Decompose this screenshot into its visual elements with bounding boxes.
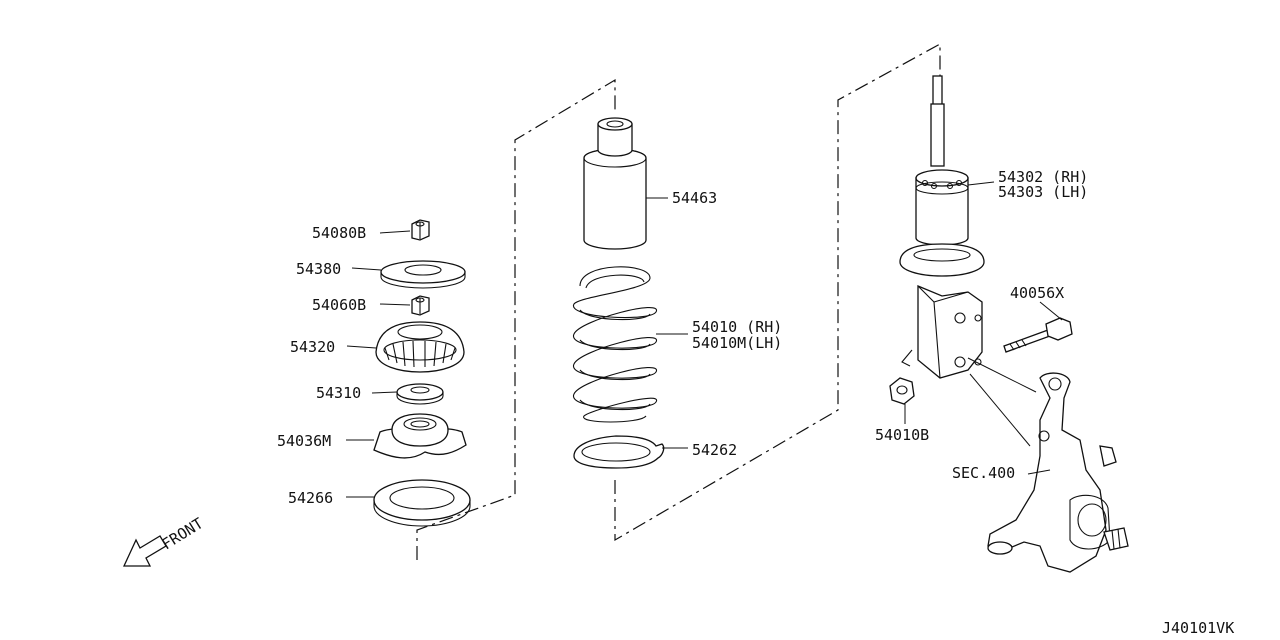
label-40056X: 40056X	[1010, 284, 1064, 302]
label-54060B: 54060B	[312, 296, 366, 314]
lower-spring-seat-54262	[573, 435, 665, 469]
bolt-40056X	[1003, 317, 1073, 353]
washer-54380	[380, 260, 466, 289]
label-54262: 54262	[692, 441, 737, 459]
label-54320: 54320	[290, 338, 335, 356]
label-54010M-lh: 54010M(LH)	[692, 334, 782, 352]
drawing-code: J40101VK	[1162, 619, 1234, 637]
bearing-54310	[396, 383, 444, 405]
label-54303-lh: 54303 (LH)	[998, 183, 1088, 201]
label-54010-rh: 54010 (RH)	[692, 318, 782, 336]
strut-assembly-54302	[899, 75, 985, 379]
rubber-seat-54266	[373, 479, 471, 527]
label-54380: 54380	[296, 260, 341, 278]
front-label: FRONT	[159, 514, 207, 553]
label-54010B: 54010B	[875, 426, 929, 444]
label-54463: 54463	[672, 189, 717, 207]
assembly-grouping-lines	[416, 42, 941, 560]
label-54266: 54266	[288, 489, 333, 507]
leader-lines	[346, 181, 1063, 498]
bound-bumper-54463	[583, 117, 647, 250]
steering-knuckle	[967, 357, 1129, 573]
front-direction-arrow	[122, 535, 167, 567]
label-54080B: 54080B	[312, 224, 366, 242]
spring-seat-54036M	[373, 413, 467, 459]
part-labels: 54080B 54380 54060B 54320 54310 54036M 5…	[277, 168, 1088, 507]
label-54036M: 54036M	[277, 432, 331, 450]
mounting-insulator-54320	[375, 321, 465, 373]
nut-54010B	[889, 377, 915, 405]
nut-54080B	[411, 219, 430, 241]
nut-54060B	[411, 295, 430, 316]
label-sec400: SEC.400	[952, 464, 1015, 482]
label-54310: 54310	[316, 384, 361, 402]
coil-spring-54010	[573, 266, 657, 423]
label-54302-rh: 54302 (RH)	[998, 168, 1088, 186]
